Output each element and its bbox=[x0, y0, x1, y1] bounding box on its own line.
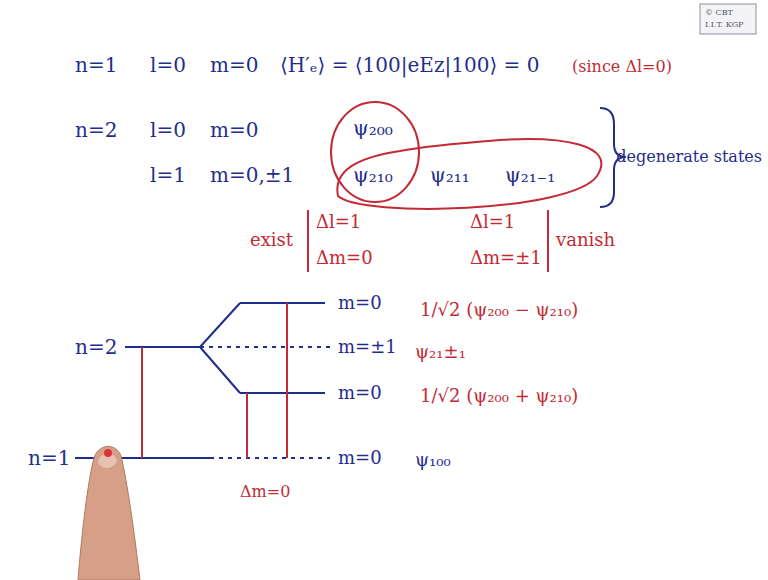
level-label: m=0 bbox=[338, 383, 382, 404]
state-label: 1/√2 (ψ₂₀₀ + ψ₂₁₀) bbox=[420, 386, 578, 407]
logo-box bbox=[700, 4, 756, 34]
matrix-element: ⟨H′ₑ⟩ = ⟨100|eEz|100⟩ = 0 bbox=[280, 54, 539, 77]
note: exist bbox=[250, 230, 293, 251]
group-note: degenerate states bbox=[616, 148, 762, 166]
quantum-number: l=0 bbox=[150, 119, 186, 142]
quantum-number: n=1 bbox=[75, 54, 117, 77]
state-label: ψ₂₁₋₁ bbox=[505, 164, 555, 187]
pointer-dot bbox=[104, 449, 112, 457]
finger bbox=[78, 446, 140, 580]
selection-rule: Δm=0 bbox=[316, 248, 373, 269]
watermark: © CBT bbox=[705, 8, 733, 17]
energy-level bbox=[240, 392, 325, 394]
level-label: m=0 bbox=[338, 293, 382, 314]
group-ellipse bbox=[331, 102, 419, 202]
transition-line bbox=[246, 393, 248, 458]
separator-bar bbox=[307, 210, 309, 272]
level-label: n=1 bbox=[28, 447, 70, 470]
transition-line bbox=[286, 303, 288, 458]
energy-level-dashed bbox=[200, 346, 330, 348]
note: (since Δl=0) bbox=[572, 58, 672, 76]
selection-rule: Δl=1 bbox=[470, 212, 515, 233]
transition-line bbox=[141, 347, 143, 458]
split-line bbox=[200, 303, 240, 347]
energy-level bbox=[125, 346, 200, 348]
quantum-number: n=2 bbox=[75, 119, 117, 142]
state-label: 1/√2 (ψ₂₀₀ − ψ₂₁₀) bbox=[420, 300, 578, 321]
group-loop bbox=[337, 139, 601, 209]
state-label: ψ₂₁₁ bbox=[430, 164, 470, 187]
split-line bbox=[200, 347, 240, 393]
state-label: ψ₂₁±₁ bbox=[415, 342, 466, 363]
state-label: ψ₂₀₀ bbox=[353, 117, 393, 140]
quantum-number: l=0 bbox=[150, 54, 186, 77]
watermark: I.I.T. KGP bbox=[705, 20, 743, 29]
level-label: n=2 bbox=[75, 336, 117, 359]
note: vanish bbox=[556, 230, 615, 251]
energy-level-dashed bbox=[210, 457, 330, 459]
selection-rule: Δl=1 bbox=[316, 212, 361, 233]
state-label: ψ₁₀₀ bbox=[415, 450, 451, 471]
quantum-number: m=0,±1 bbox=[210, 164, 294, 187]
quantum-number: m=0 bbox=[210, 54, 258, 77]
quantum-number: m=0 bbox=[210, 119, 258, 142]
separator-bar bbox=[547, 210, 549, 272]
selection-rule: Δm=0 bbox=[240, 483, 290, 501]
level-label: m=0 bbox=[338, 448, 382, 469]
energy-level bbox=[240, 302, 325, 304]
selection-rule: Δm=±1 bbox=[470, 248, 542, 269]
level-label: m=±1 bbox=[338, 337, 397, 358]
quantum-number: l=1 bbox=[150, 164, 186, 187]
state-label: ψ₂₁₀ bbox=[353, 164, 393, 187]
